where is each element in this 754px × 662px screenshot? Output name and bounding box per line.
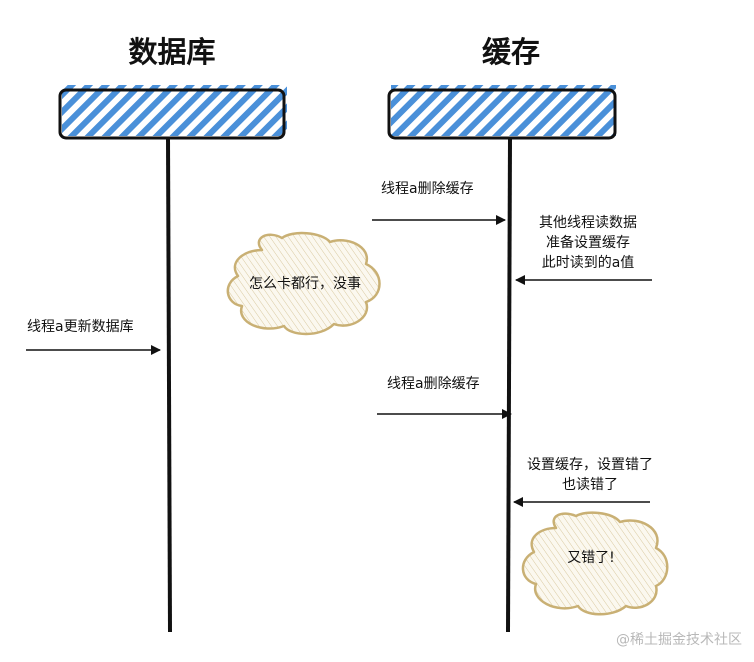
- cache-delete-label-1: 线程a删除缓存: [381, 181, 474, 197]
- cache-title: 缓存: [482, 35, 540, 69]
- other-read-label-line1: 其他线程读数据: [539, 214, 637, 231]
- cache-lifeline: [506, 137, 512, 633]
- cloud-1: 怎么卡都行，没事: [226, 231, 381, 336]
- cache-header-box: [387, 85, 617, 140]
- database-lifeline: [166, 137, 172, 633]
- watermark-text: @稀土掘金技术社区: [616, 632, 742, 648]
- other-read-label-line3: 此时读到的a值: [542, 254, 635, 271]
- database-header-box: [58, 85, 287, 140]
- set-cache-label-line1: 设置缓存，设置错了: [527, 457, 653, 473]
- db-update-label: 线程a更新数据库: [27, 319, 134, 335]
- other-read-label-line2: 准备设置缓存: [546, 234, 630, 251]
- cache-delete-label-2: 线程a删除缓存: [387, 376, 480, 392]
- cloud-2-text: 又错了!: [567, 550, 615, 566]
- database-title: 数据库: [128, 35, 215, 69]
- cloud-1-text: 怎么卡都行，没事: [249, 276, 361, 292]
- set-cache-label-line2: 也读错了: [562, 476, 618, 493]
- cloud-2: 又错了!: [521, 511, 669, 616]
